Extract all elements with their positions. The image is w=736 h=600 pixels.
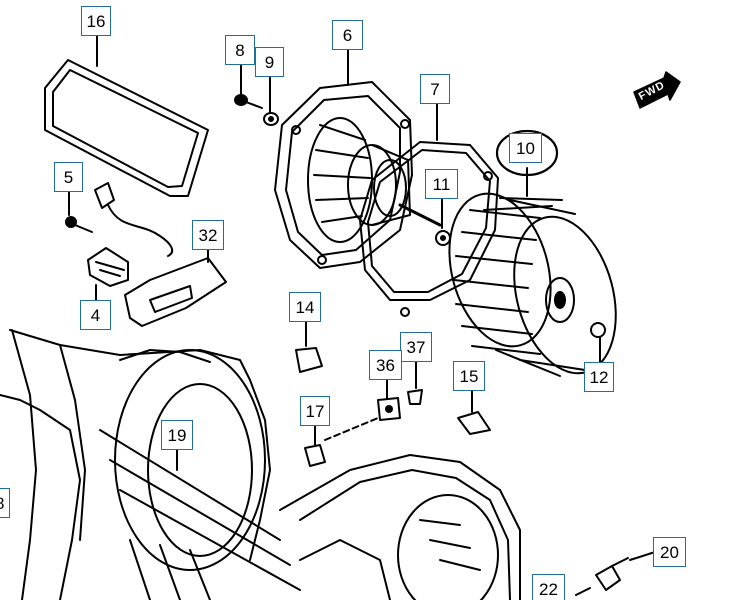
part-22-clip [575,587,591,596]
part-4-resistor [87,182,174,303]
part-housing-lower [279,454,521,600]
part-16-seal [44,35,209,197]
callout-32: 32 [192,220,224,250]
part-9-washer [263,75,279,126]
callout-12: 12 [584,362,614,392]
callout-7: 7 [420,74,450,104]
part-15-bracket [457,389,491,435]
part-32-cover [124,244,227,327]
callout-9: 9 [255,47,284,77]
callout-6: 6 [332,20,363,50]
callout-17: 17 [300,396,330,426]
part-7-gasket [359,99,499,317]
callout-8: 8 [225,35,255,65]
callout-14: 14 [289,292,321,322]
callout-37: 37 [400,332,432,362]
callout-16: 16 [81,6,111,36]
callout-20: 20 [653,537,686,567]
callout-15: 15 [453,361,485,391]
callout-19: 19 [161,420,193,450]
part-36-nut-plate [377,379,401,421]
fwd-arrow-icon [633,71,681,109]
part-8-screw [234,59,263,109]
callout-11: 11 [425,169,458,199]
callout-36: 36 [369,350,402,380]
callout-22: 22 [532,574,565,600]
part-12-nut [590,322,606,363]
part-19-blower-case [0,329,301,600]
callout-4: 4 [80,300,111,330]
part-37-nut [407,359,423,405]
part-11-nut [435,197,451,246]
part-14-clip [295,319,323,373]
part-6-blower-motor [274,49,413,269]
callout-10: 10 [509,133,542,163]
highlight-circle-10 [495,129,559,177]
part-5-screw [65,189,93,233]
part-17-screw [304,417,379,467]
part-20-clip [595,551,656,591]
callout-18: 18 [0,488,10,518]
part-10-fan-wheel [448,167,617,377]
callout-5: 5 [54,162,83,192]
